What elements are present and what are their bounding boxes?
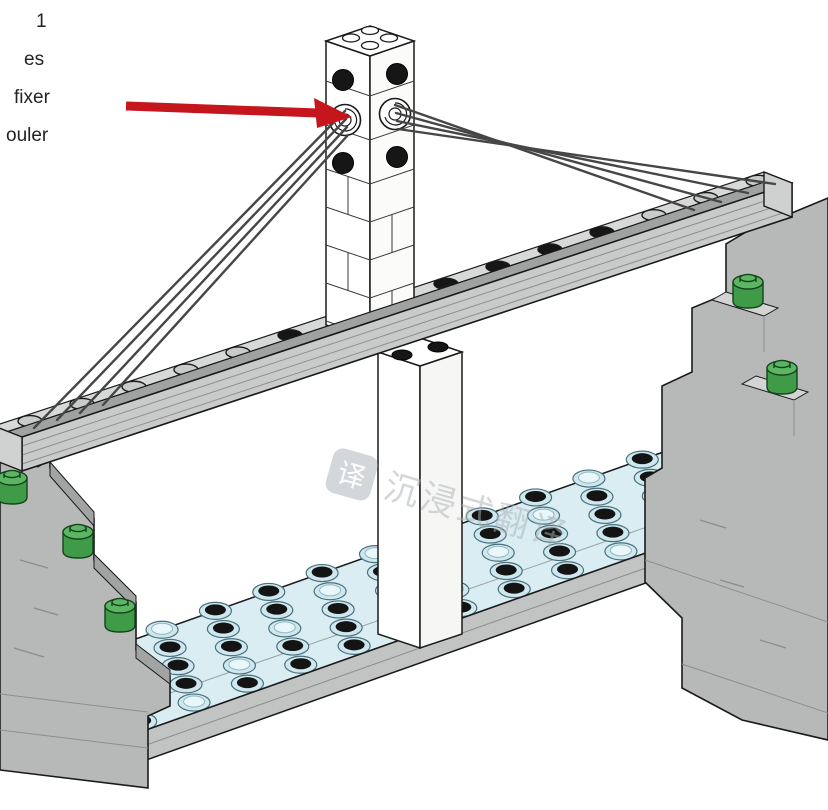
caption-line-3: fixer bbox=[14, 87, 51, 108]
arrow-head bbox=[314, 98, 352, 128]
pier-stud bbox=[427, 341, 449, 353]
black-round-brick bbox=[386, 63, 408, 85]
water-stud-top bbox=[335, 621, 357, 633]
string-left bbox=[78, 125, 349, 415]
tower-stud bbox=[360, 25, 380, 36]
water-stud-top bbox=[631, 453, 653, 465]
water-stud-top bbox=[311, 566, 333, 578]
water-stud-top bbox=[557, 563, 579, 575]
green-plant-brick bbox=[0, 469, 28, 505]
suspension-strings bbox=[32, 103, 777, 430]
water-stud-top bbox=[471, 509, 493, 521]
water-stud-top bbox=[479, 528, 501, 540]
string-right bbox=[395, 119, 750, 195]
water-stud-top bbox=[532, 508, 555, 521]
string-left bbox=[101, 133, 350, 407]
black-round-brick bbox=[386, 146, 408, 168]
string-anchor-hole bbox=[378, 97, 412, 131]
string-left bbox=[55, 117, 348, 422]
water-stud-top bbox=[258, 585, 280, 597]
pier-stud bbox=[391, 349, 413, 361]
black-round-brick bbox=[332, 152, 354, 174]
water-stud-top bbox=[175, 677, 197, 689]
tower-stud bbox=[360, 40, 380, 51]
water-stud-top bbox=[151, 622, 174, 635]
caption-line-2: es bbox=[24, 49, 44, 70]
water-stud-top bbox=[577, 471, 600, 484]
water-stud-top bbox=[159, 641, 181, 653]
water-stud-top bbox=[319, 584, 342, 597]
string-left bbox=[32, 109, 347, 430]
left-abutment bbox=[0, 445, 171, 789]
tower-stud bbox=[379, 33, 399, 43]
tower-stud bbox=[341, 33, 361, 43]
slope-brick bbox=[135, 642, 171, 686]
water-stud-top bbox=[220, 640, 242, 652]
water-stud-top bbox=[541, 527, 563, 539]
water-stud-top bbox=[609, 544, 632, 557]
callout-arrow bbox=[125, 98, 352, 128]
tower bbox=[323, 25, 417, 342]
water-stud-top bbox=[228, 658, 251, 671]
deck-left-end-cap bbox=[0, 427, 23, 473]
green-plant-brick bbox=[732, 273, 764, 309]
string-right bbox=[393, 103, 696, 212]
bridge-model bbox=[0, 25, 828, 789]
water-stud-top bbox=[204, 604, 226, 616]
water-stud-top bbox=[266, 603, 288, 615]
arrow-shaft bbox=[125, 101, 319, 118]
caption-line-4: ouler bbox=[6, 125, 49, 146]
water-stud-top bbox=[167, 659, 189, 671]
water-stud-top bbox=[602, 526, 624, 538]
slope-brick bbox=[49, 460, 95, 528]
water-stud-top bbox=[549, 545, 571, 557]
water-stud-top bbox=[327, 602, 349, 614]
green-plant-brick bbox=[766, 359, 798, 395]
green-plant-brick bbox=[62, 523, 94, 559]
water-stud-top bbox=[273, 621, 296, 634]
deck-front bbox=[0, 170, 794, 473]
water-stud-top bbox=[236, 677, 258, 689]
watermark-icon bbox=[325, 448, 378, 501]
black-round-brick bbox=[332, 69, 354, 91]
water-stud-top bbox=[212, 622, 234, 634]
string-right bbox=[396, 127, 777, 186]
water-stud-top bbox=[487, 545, 510, 558]
string-right bbox=[394, 111, 723, 204]
water-stud-top bbox=[586, 490, 608, 502]
water-stud-top bbox=[343, 639, 365, 651]
caption-line-1: 1 bbox=[36, 11, 47, 32]
water-stud-top bbox=[183, 695, 206, 708]
green-plant-brick bbox=[104, 597, 136, 633]
water-stud-top bbox=[503, 582, 525, 594]
water-stud-top bbox=[594, 508, 616, 520]
slope-brick bbox=[93, 552, 137, 612]
water-stud-top bbox=[290, 658, 312, 670]
water-stud-top bbox=[525, 490, 547, 502]
caption: 1 es fixer ouler bbox=[6, 11, 51, 146]
right-abutment bbox=[644, 197, 828, 741]
center-pier bbox=[375, 337, 465, 650]
water-stud-top bbox=[495, 564, 517, 576]
right-abutment-body bbox=[644, 197, 828, 741]
water-stud-top bbox=[282, 640, 304, 652]
